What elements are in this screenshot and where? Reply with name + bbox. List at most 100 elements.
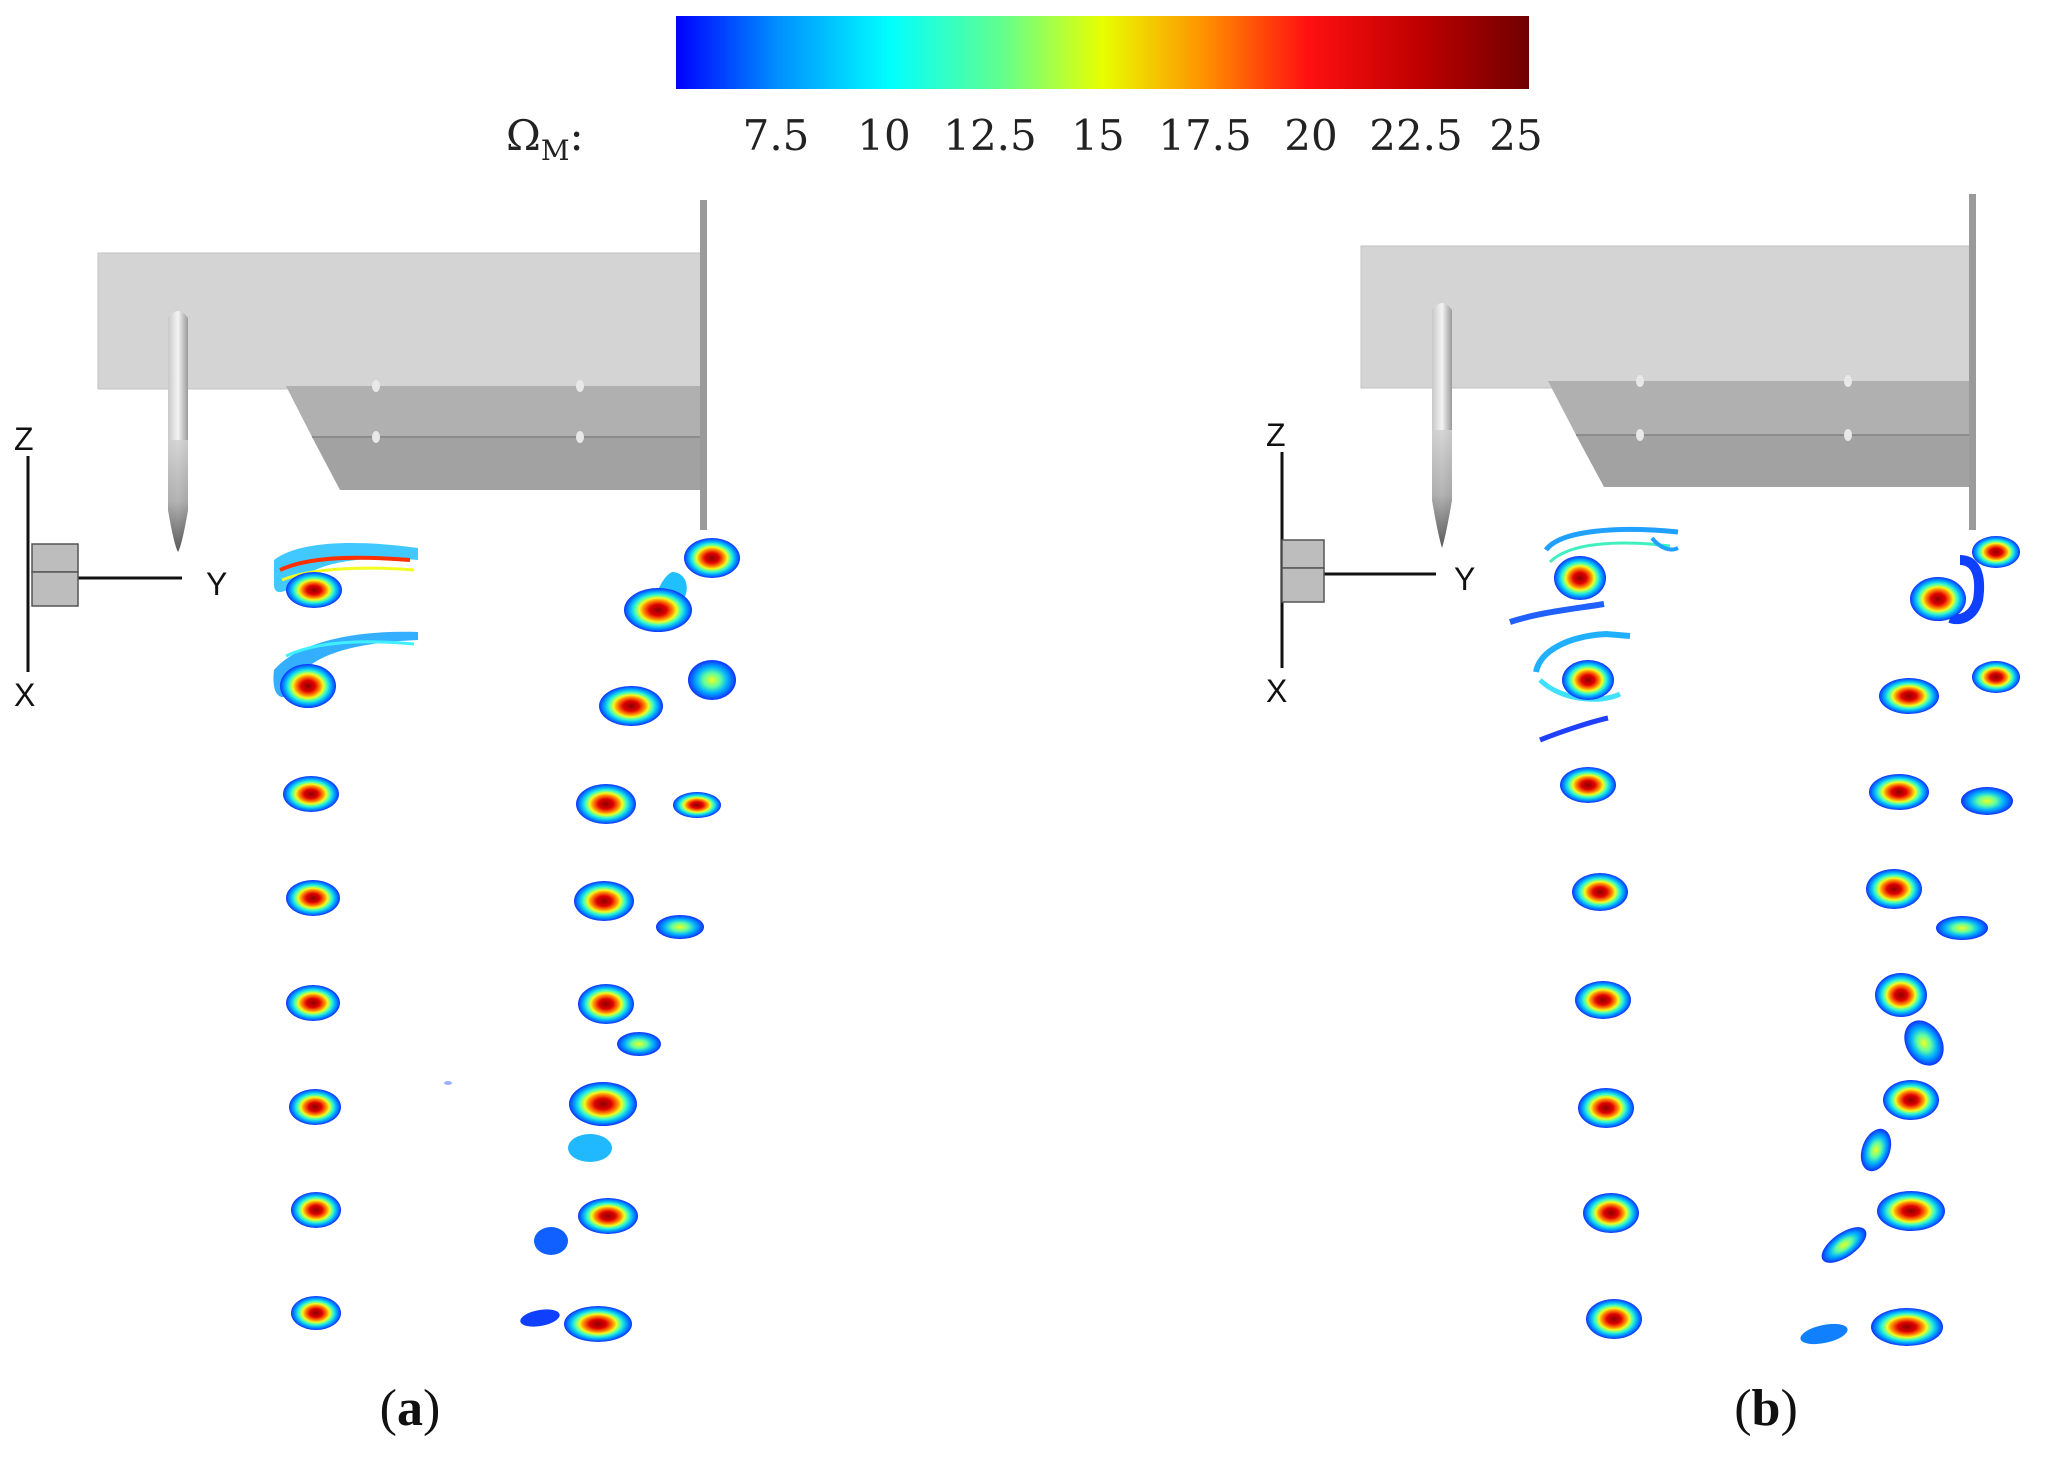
vortex-core [1883,1080,1939,1120]
panel-b: Z Y X [1266,194,2020,1437]
vortex-core [289,1089,341,1125]
vortex-core [1800,1323,1848,1345]
panel-a: Z Y X [14,200,740,1437]
vortex-core [291,1192,341,1228]
noise-speck [444,1081,452,1085]
colorbar-tick: 20 [1284,111,1337,160]
colorbar-tick: 10 [857,111,910,160]
wing-flap-upper [286,386,704,437]
vortex-core [1866,869,1922,909]
vortex-core [1904,1020,1944,1066]
flap-hinge [1844,375,1852,387]
vortex-sheet [279,555,411,572]
flap-hinge [576,380,584,392]
vortex-core [1562,660,1614,700]
axis-hub-top [31,543,79,573]
axis-label-y: Y [1454,561,1475,597]
axis-label-x: X [1266,673,1287,709]
vortex-sheet [1543,526,1679,552]
vortex-core [286,880,340,916]
vortex-core [1821,1227,1867,1263]
vortex-sheet [1548,541,1671,564]
panel-b-tag: b [1752,1380,1781,1437]
vortex-sheet [1533,630,1631,673]
vortex-core [291,1296,341,1330]
colorbar-ticks: 7.5 10 12.5 15 17.5 20 22.5 25 [743,111,1543,160]
vortex-core [1578,1088,1634,1128]
vortex-core [1877,1191,1945,1231]
vortex-core [1869,774,1929,810]
colorbar-subscript: M [541,134,570,167]
vortex-core [684,538,740,578]
colorbar-tick: 12.5 [943,111,1037,160]
axis-label-x: X [14,677,35,713]
wing-geometry [97,200,707,552]
axis-triad: Z Y X [1266,417,1475,709]
vortex-core [599,686,663,726]
vortex-core [1936,916,1988,940]
axis-hub-bottom [31,571,79,607]
axis-triad: Z Y X [14,421,227,713]
vortex-core [1560,767,1616,803]
probe-tip-shade [168,440,188,552]
colorbar-tick: 17.5 [1158,111,1252,160]
flap-hinge [1636,429,1644,441]
colorbar-tick: 25 [1489,111,1542,160]
vortex-core [617,1032,661,1056]
vortex-sheet [1539,715,1609,743]
flap-hinge [1636,375,1644,387]
vortex-column-inboard [273,543,452,1330]
wing-flap-lower [1576,435,1973,487]
vortex-core [283,776,339,812]
flap-hinge [1844,429,1852,441]
vortex-core [1875,973,1927,1017]
axis-label-z: Z [14,421,34,457]
vortex-core [1586,1299,1642,1339]
vortex-core [280,664,336,708]
panel-b-label: (b) [1734,1380,1798,1437]
vortex-core [564,1306,632,1342]
vortex-core [1860,1128,1892,1172]
vortex-sheet [285,640,415,658]
flap-hinge [576,431,584,443]
vortex-core [534,1227,568,1255]
vortex-core [1972,536,2020,568]
wing-flap-upper [1548,381,1973,435]
colorbar-title: ΩM: [506,111,584,167]
axis-hub-top [1281,539,1325,569]
vortex-core [578,984,634,1024]
vortex-sheet [1509,601,1605,625]
axis-label-z: Z [1266,417,1286,453]
vortex-sheet [1948,555,1984,624]
axis-label-y: Y [206,566,227,602]
vortex-core [688,660,736,700]
vortex-core [574,881,634,921]
vortex-core [1972,661,2020,693]
vortex-core [576,784,636,824]
vortex-core [1871,1308,1943,1346]
colorbar-symbol: Ω [506,111,541,160]
vortex-core [520,1309,560,1327]
vortex-core [568,1134,612,1162]
vortex-core [569,1082,637,1126]
vortex-core [1572,873,1628,911]
wing-tip-plate [1969,194,1976,530]
vortex-core [1910,577,1966,621]
vortex-core [1554,556,1606,600]
vortex-sheet [274,543,418,593]
wing-upper-body [97,252,705,390]
vortex-core [624,588,692,632]
wing-upper-body [1360,245,1974,389]
vortex-core [578,1198,638,1234]
vortex-sheet [1650,536,1679,552]
vortex-column-tip [1800,536,2020,1346]
vortex-core [286,572,342,608]
vortex-core [1575,981,1631,1019]
vortex-core [1961,787,2013,815]
vortex-core [286,985,340,1021]
vortex-column-inboard [1509,526,1679,1339]
wing-tip-plate [700,200,707,530]
vortex-column-tip [520,538,740,1342]
axis-hub-bottom [1281,567,1325,603]
probe-tip-shade [1432,430,1452,548]
